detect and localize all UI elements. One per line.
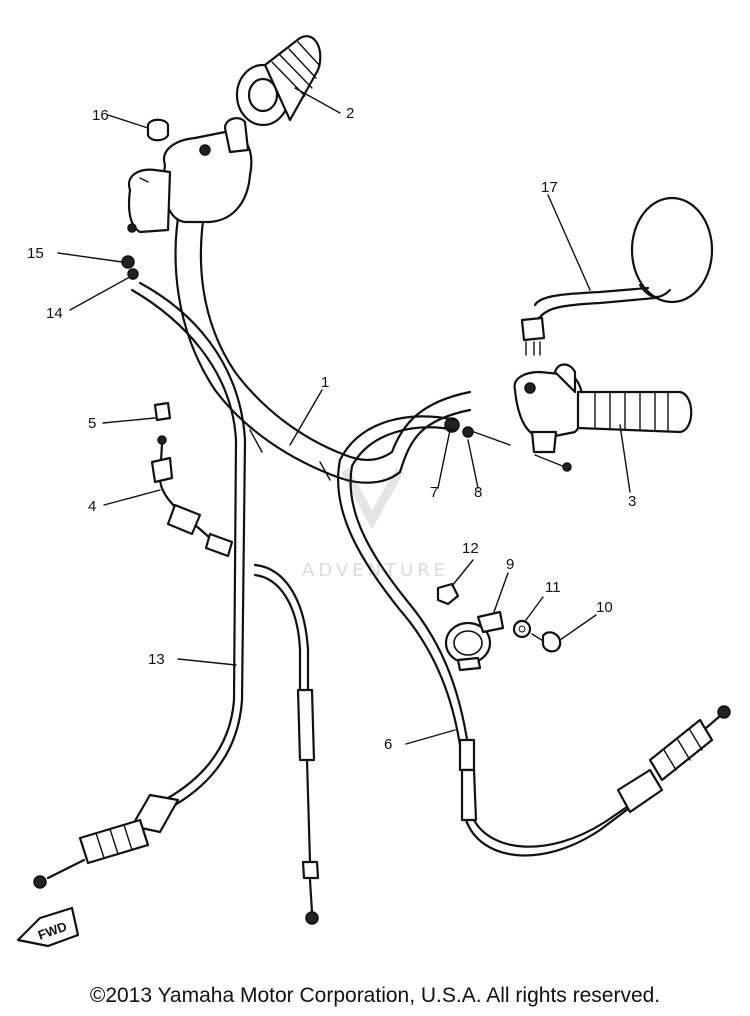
clamp-9: [444, 610, 505, 672]
copyright-notice: ©2013 Yamaha Motor Corporation, U.S.A. A…: [89, 984, 661, 1007]
adjuster-15-14: [121, 255, 139, 280]
cable-center: [253, 563, 320, 925]
callout-7: 7: [430, 484, 438, 501]
cable-4: [150, 442, 234, 558]
callout-5: 5: [88, 415, 96, 432]
right-switch-housing: [513, 363, 585, 454]
washer-11: [512, 619, 532, 639]
callout-12: 12: [462, 540, 479, 557]
cable-6: [336, 415, 731, 857]
cable-13: [33, 281, 247, 889]
grip-2: [235, 35, 322, 127]
callout-4: 4: [88, 498, 96, 515]
callout-labels: 16 2 17 15 14 1 5 4 3 7 8 12 9 11 10 13 …: [27, 105, 636, 753]
callout-13: 13: [148, 651, 165, 668]
mirror: [520, 196, 714, 356]
callout-15: 15: [27, 245, 44, 262]
callout-17: 17: [541, 179, 558, 196]
left-switch-housing: [127, 117, 253, 234]
watermark: ADVENTURE: [302, 467, 449, 581]
callout-2: 2: [346, 105, 354, 122]
watermark-text: ADVENTURE: [302, 560, 449, 581]
callout-16: 16: [92, 107, 109, 124]
callout-3: 3: [628, 493, 636, 510]
callout-14: 14: [46, 305, 63, 322]
nut-5: [153, 401, 172, 445]
callout-9: 9: [506, 556, 514, 573]
callout-6: 6: [384, 736, 392, 753]
callout-8: 8: [474, 484, 482, 501]
cap-16: [146, 118, 170, 142]
callout-10: 10: [596, 599, 613, 616]
nut-12: [436, 582, 460, 606]
fwd-arrow-icon: FWD: [16, 906, 80, 948]
bolt-10: [531, 631, 562, 653]
exploded-view-drawing: ADVENTURE: [16, 35, 731, 948]
leader-lines: [57, 87, 631, 745]
callout-1: 1: [321, 374, 329, 391]
callout-11: 11: [545, 579, 561, 596]
grip-3: [576, 390, 693, 434]
handlebar: [174, 203, 472, 484]
